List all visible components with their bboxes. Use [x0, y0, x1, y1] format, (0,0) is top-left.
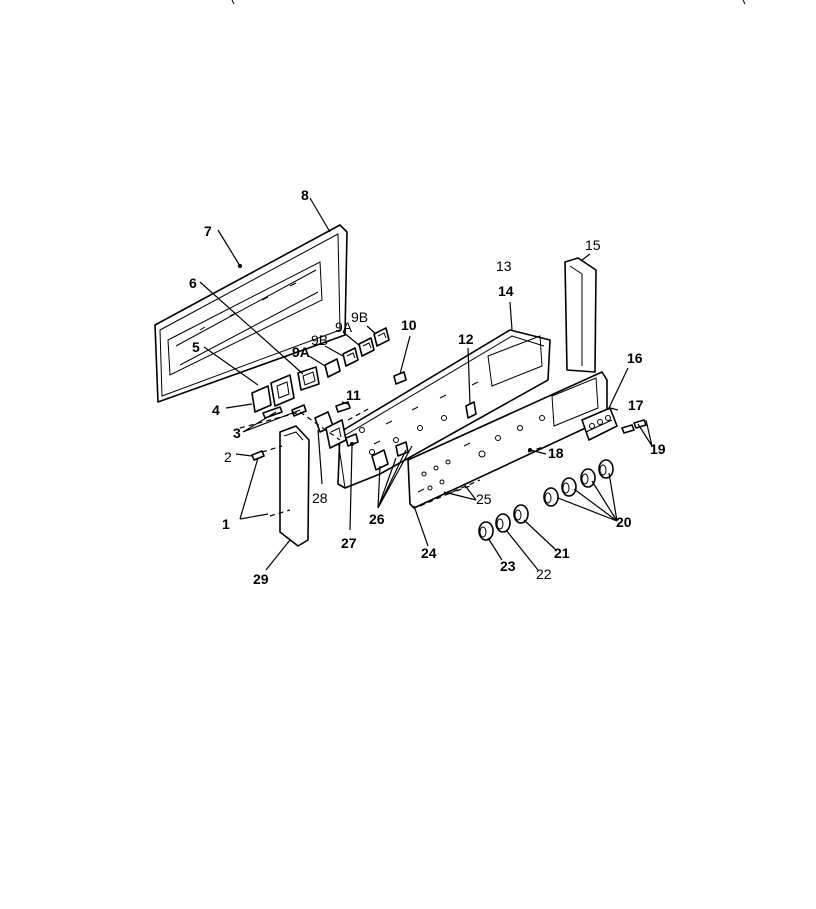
clips-9: [324, 327, 390, 378]
callout-21: 21: [554, 545, 570, 561]
callout-14: 14: [498, 283, 514, 299]
callout-29: 29: [253, 571, 269, 587]
callout-19: 19: [650, 441, 666, 457]
callout-27: 27: [341, 535, 357, 551]
callout-20: 20: [616, 514, 632, 530]
callout-9A: 9A: [292, 344, 310, 360]
clock-module-16: [581, 407, 618, 441]
end-cap-15: [564, 257, 597, 373]
callout-5: 5: [192, 339, 200, 355]
callout-6: 6: [189, 275, 197, 291]
scan-edge-marks: [231, 0, 746, 5]
backguard-cover: [154, 224, 348, 403]
callout-9A-2: 9A: [335, 319, 353, 335]
callout-8: 8: [301, 187, 309, 203]
callout-26: 26: [369, 511, 385, 527]
end-cap-29: [279, 425, 310, 547]
knobs: [478, 459, 614, 541]
leader-lines: [199, 197, 653, 571]
callout-3: 3: [233, 425, 241, 441]
callout-labels: 1 2 3 4 5 6 7 8 9A 9B 9A 9B 10 11 12 13 …: [189, 187, 666, 587]
callout-2: 2: [224, 449, 232, 465]
callout-17: 17: [628, 397, 644, 413]
callout-13: 13: [496, 258, 512, 274]
callout-28: 28: [312, 490, 328, 506]
callout-4: 4: [212, 402, 220, 418]
callout-16: 16: [627, 350, 643, 366]
callout-24: 24: [421, 545, 437, 561]
assembly-lines: [239, 407, 547, 517]
callout-11: 11: [346, 387, 361, 403]
callout-25: 25: [476, 491, 492, 507]
callout-22: 22: [536, 566, 552, 582]
callout-12: 12: [458, 331, 474, 347]
callout-7: 7: [204, 223, 212, 239]
callout-9B-2: 9B: [351, 309, 368, 325]
callout-10: 10: [401, 317, 417, 333]
screws-19: [621, 419, 647, 434]
hardware-11-27-28: [314, 371, 477, 449]
callout-23: 23: [500, 558, 516, 574]
callout-15: 15: [585, 237, 601, 253]
callout-1: 1: [222, 516, 230, 532]
callout-9B-1: 9B: [311, 332, 328, 348]
control-panel-14: [337, 329, 551, 489]
switch-blocks: [251, 366, 320, 413]
screws-1-2: [251, 450, 265, 461]
callout-18: 18: [548, 445, 564, 461]
